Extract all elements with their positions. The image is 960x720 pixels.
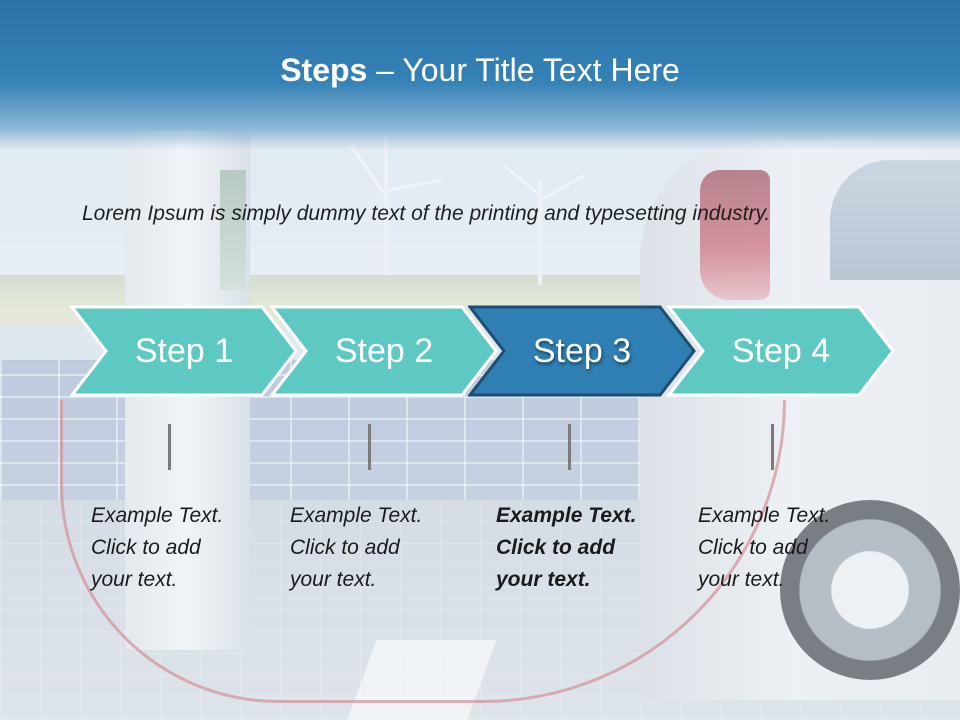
step-1-text[interactable]: Example Text. Click to add your text. bbox=[91, 500, 256, 596]
step-text-line: Example Text. bbox=[496, 504, 637, 527]
step-2-text[interactable]: Example Text. Click to add your text. bbox=[290, 500, 455, 596]
step-2-connector bbox=[368, 424, 371, 470]
step-text-line: your text. bbox=[290, 568, 377, 591]
step-text-line: your text. bbox=[698, 568, 785, 591]
car-taillight bbox=[700, 170, 770, 300]
car-wheel bbox=[780, 500, 960, 680]
step-label: Step 2 bbox=[334, 332, 434, 370]
step-text-line: Example Text. bbox=[91, 504, 224, 527]
intro-text[interactable]: Lorem Ipsum is simply dummy text of the … bbox=[82, 202, 771, 225]
chevron-shape bbox=[667, 305, 895, 397]
chevron-shape bbox=[270, 305, 498, 397]
car-window bbox=[830, 160, 960, 280]
step-1-chevron[interactable]: Step 1 bbox=[70, 305, 298, 397]
chevron-shape bbox=[70, 305, 298, 397]
title-rest: – Your Title Text Here bbox=[367, 52, 680, 88]
step-label: Step 4 bbox=[731, 332, 831, 370]
step-text-line: your text. bbox=[91, 568, 178, 591]
step-3-text[interactable]: Example Text. Click to add your text. bbox=[496, 500, 661, 596]
step-1-connector bbox=[168, 424, 171, 470]
wind-turbine-image bbox=[538, 180, 542, 285]
step-label: Step 3 bbox=[532, 332, 632, 370]
charging-station-panel bbox=[220, 170, 246, 290]
step-text-line: Click to add bbox=[698, 536, 808, 559]
step-text-line: Click to add bbox=[290, 536, 400, 559]
step-2-chevron[interactable]: Step 2 bbox=[270, 305, 498, 397]
step-text-line: Click to add bbox=[91, 536, 201, 559]
step-3-chevron[interactable]: Step 3 bbox=[468, 305, 696, 397]
step-4-chevron[interactable]: Step 4 bbox=[667, 305, 895, 397]
chevron-shape bbox=[468, 305, 696, 397]
step-text-line: Example Text. bbox=[698, 504, 831, 527]
step-text-line: Example Text. bbox=[290, 504, 423, 527]
step-text-line: your text. bbox=[496, 568, 591, 591]
step-label: Step 1 bbox=[134, 332, 234, 370]
slide-title[interactable]: Steps – Your Title Text Here bbox=[0, 52, 960, 89]
step-3-connector bbox=[568, 424, 571, 470]
step-4-text[interactable]: Example Text. Click to add your text. bbox=[698, 500, 863, 596]
step-text-line: Click to add bbox=[496, 536, 616, 559]
wind-turbine-image bbox=[384, 135, 388, 275]
header-band bbox=[0, 0, 960, 150]
title-bold: Steps bbox=[280, 52, 368, 88]
step-4-connector bbox=[771, 424, 774, 470]
